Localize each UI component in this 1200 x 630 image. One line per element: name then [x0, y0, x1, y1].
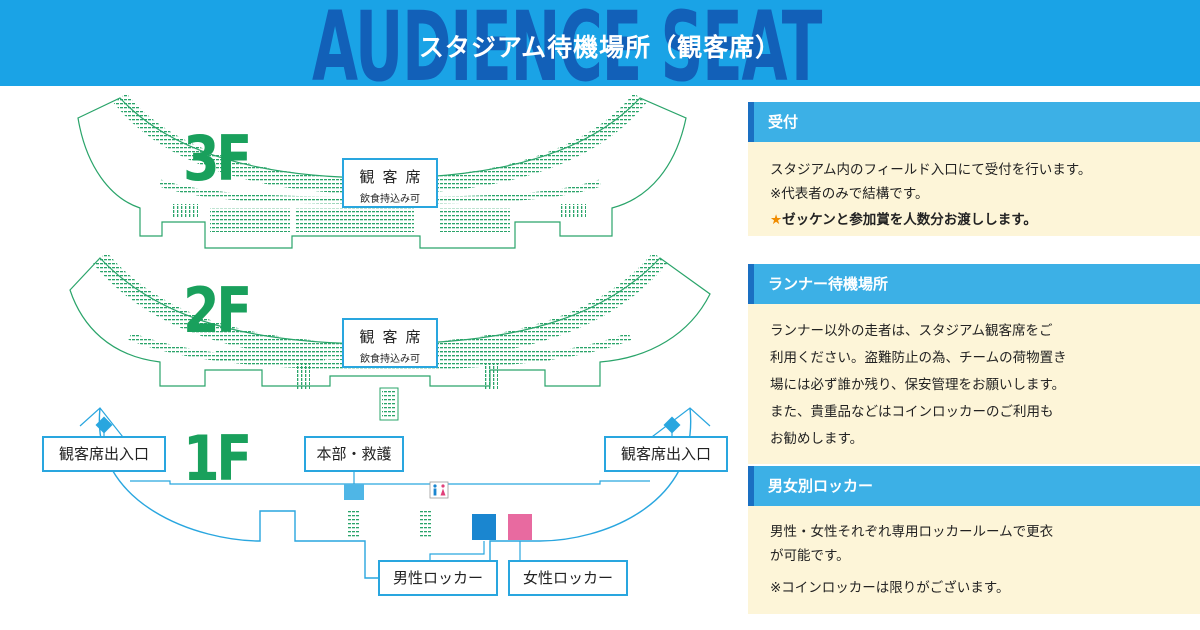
- section-line: また、貴重品などはコインロッカーのご利用も: [770, 404, 1054, 420]
- stadium-map: 3F 2F 1F 観客席 飲食持込み可 観客席 飲食持込み可 観客席出入口 本部…: [0, 86, 748, 630]
- floor-label-2f: 2F: [183, 274, 252, 347]
- header-watermark: AUDIENCE SEAT: [312, 0, 822, 86]
- section-body-lockers: 男性・女性それぞれ専用ロッカールームで更衣 が可能です。 ※コインロッカーは限り…: [748, 506, 1200, 614]
- male-locker-label: 男性ロッカー: [378, 560, 498, 596]
- star-icon: ★: [770, 212, 783, 228]
- section-head-reception: 受付: [748, 102, 1200, 142]
- female-locker-label: 女性ロッカー: [508, 560, 628, 596]
- entrance-left-label: 観客席出入口: [42, 436, 166, 472]
- section-line: 男性・女性それぞれ専用ロッカールームで更衣: [770, 524, 1054, 540]
- seat-box-note: 飲食持込み可: [360, 354, 420, 365]
- entrance-marker-icon: [663, 416, 681, 434]
- page-title: スタジアム待機場所（観客席）: [418, 33, 782, 62]
- floor-1f-outline: [79, 407, 711, 579]
- section-line: 利用ください。盗難防止の為、チームの荷物置き: [770, 350, 1067, 366]
- section-head-lockers: 男女別ロッカー: [748, 466, 1200, 506]
- section-line: スタジアム内のフィールド入口にて受付を行います。: [770, 162, 1092, 178]
- female-locker-marker: [508, 514, 532, 540]
- seat-box-note: 飲食持込み可: [360, 194, 420, 205]
- section-line: が可能です。: [770, 548, 850, 564]
- floor-label-1f: 1F: [183, 422, 252, 495]
- seat-box-title: 観客席: [359, 328, 429, 346]
- section-line: お勧めします。: [770, 431, 864, 447]
- entrance-marker-icon: [95, 416, 113, 434]
- hq-marker: [344, 484, 364, 500]
- seat-box-2f: 観客席 飲食持込み可: [342, 318, 438, 368]
- seat-box-3f: 観客席 飲食持込み可: [342, 158, 438, 208]
- page-header: AUDIENCE SEAT スタジアム待機場所（観客席）: [0, 0, 1200, 86]
- section-note: ※コインロッカーは限りがございます。: [770, 580, 1010, 596]
- section-highlight: ★ゼッケンと参加賞を人数分お渡しします。: [770, 208, 1178, 232]
- section-line: ランナー以外の走者は、スタジアム観客席をご: [770, 323, 1053, 339]
- seat-box-title: 観客席: [359, 168, 429, 186]
- male-locker-marker: [472, 514, 496, 540]
- hq-label: 本部・救護: [304, 436, 404, 472]
- section-head-runner-waiting: ランナー待機場所: [748, 264, 1200, 304]
- section-highlight-text: ゼッケンと参加賞を人数分お渡しします。: [782, 212, 1037, 228]
- entrance-right-label: 観客席出入口: [604, 436, 728, 472]
- info-panel: 受付 スタジアム内のフィールド入口にて受付を行います。 ※代表者のみで結構です。…: [748, 86, 1200, 630]
- restroom-icon: [429, 481, 449, 499]
- floor-label-3f: 3F: [183, 122, 252, 195]
- section-body-reception: スタジアム内のフィールド入口にて受付を行います。 ※代表者のみで結構です。 ★ゼ…: [748, 142, 1200, 236]
- section-line: ※代表者のみで結構です。: [770, 186, 929, 202]
- section-body-runner-waiting: ランナー以外の走者は、スタジアム観客席をご 利用ください。盗難防止の為、チームの…: [748, 304, 1200, 464]
- section-line: 場には必ず誰か残り、保安管理をお願いします。: [770, 377, 1066, 393]
